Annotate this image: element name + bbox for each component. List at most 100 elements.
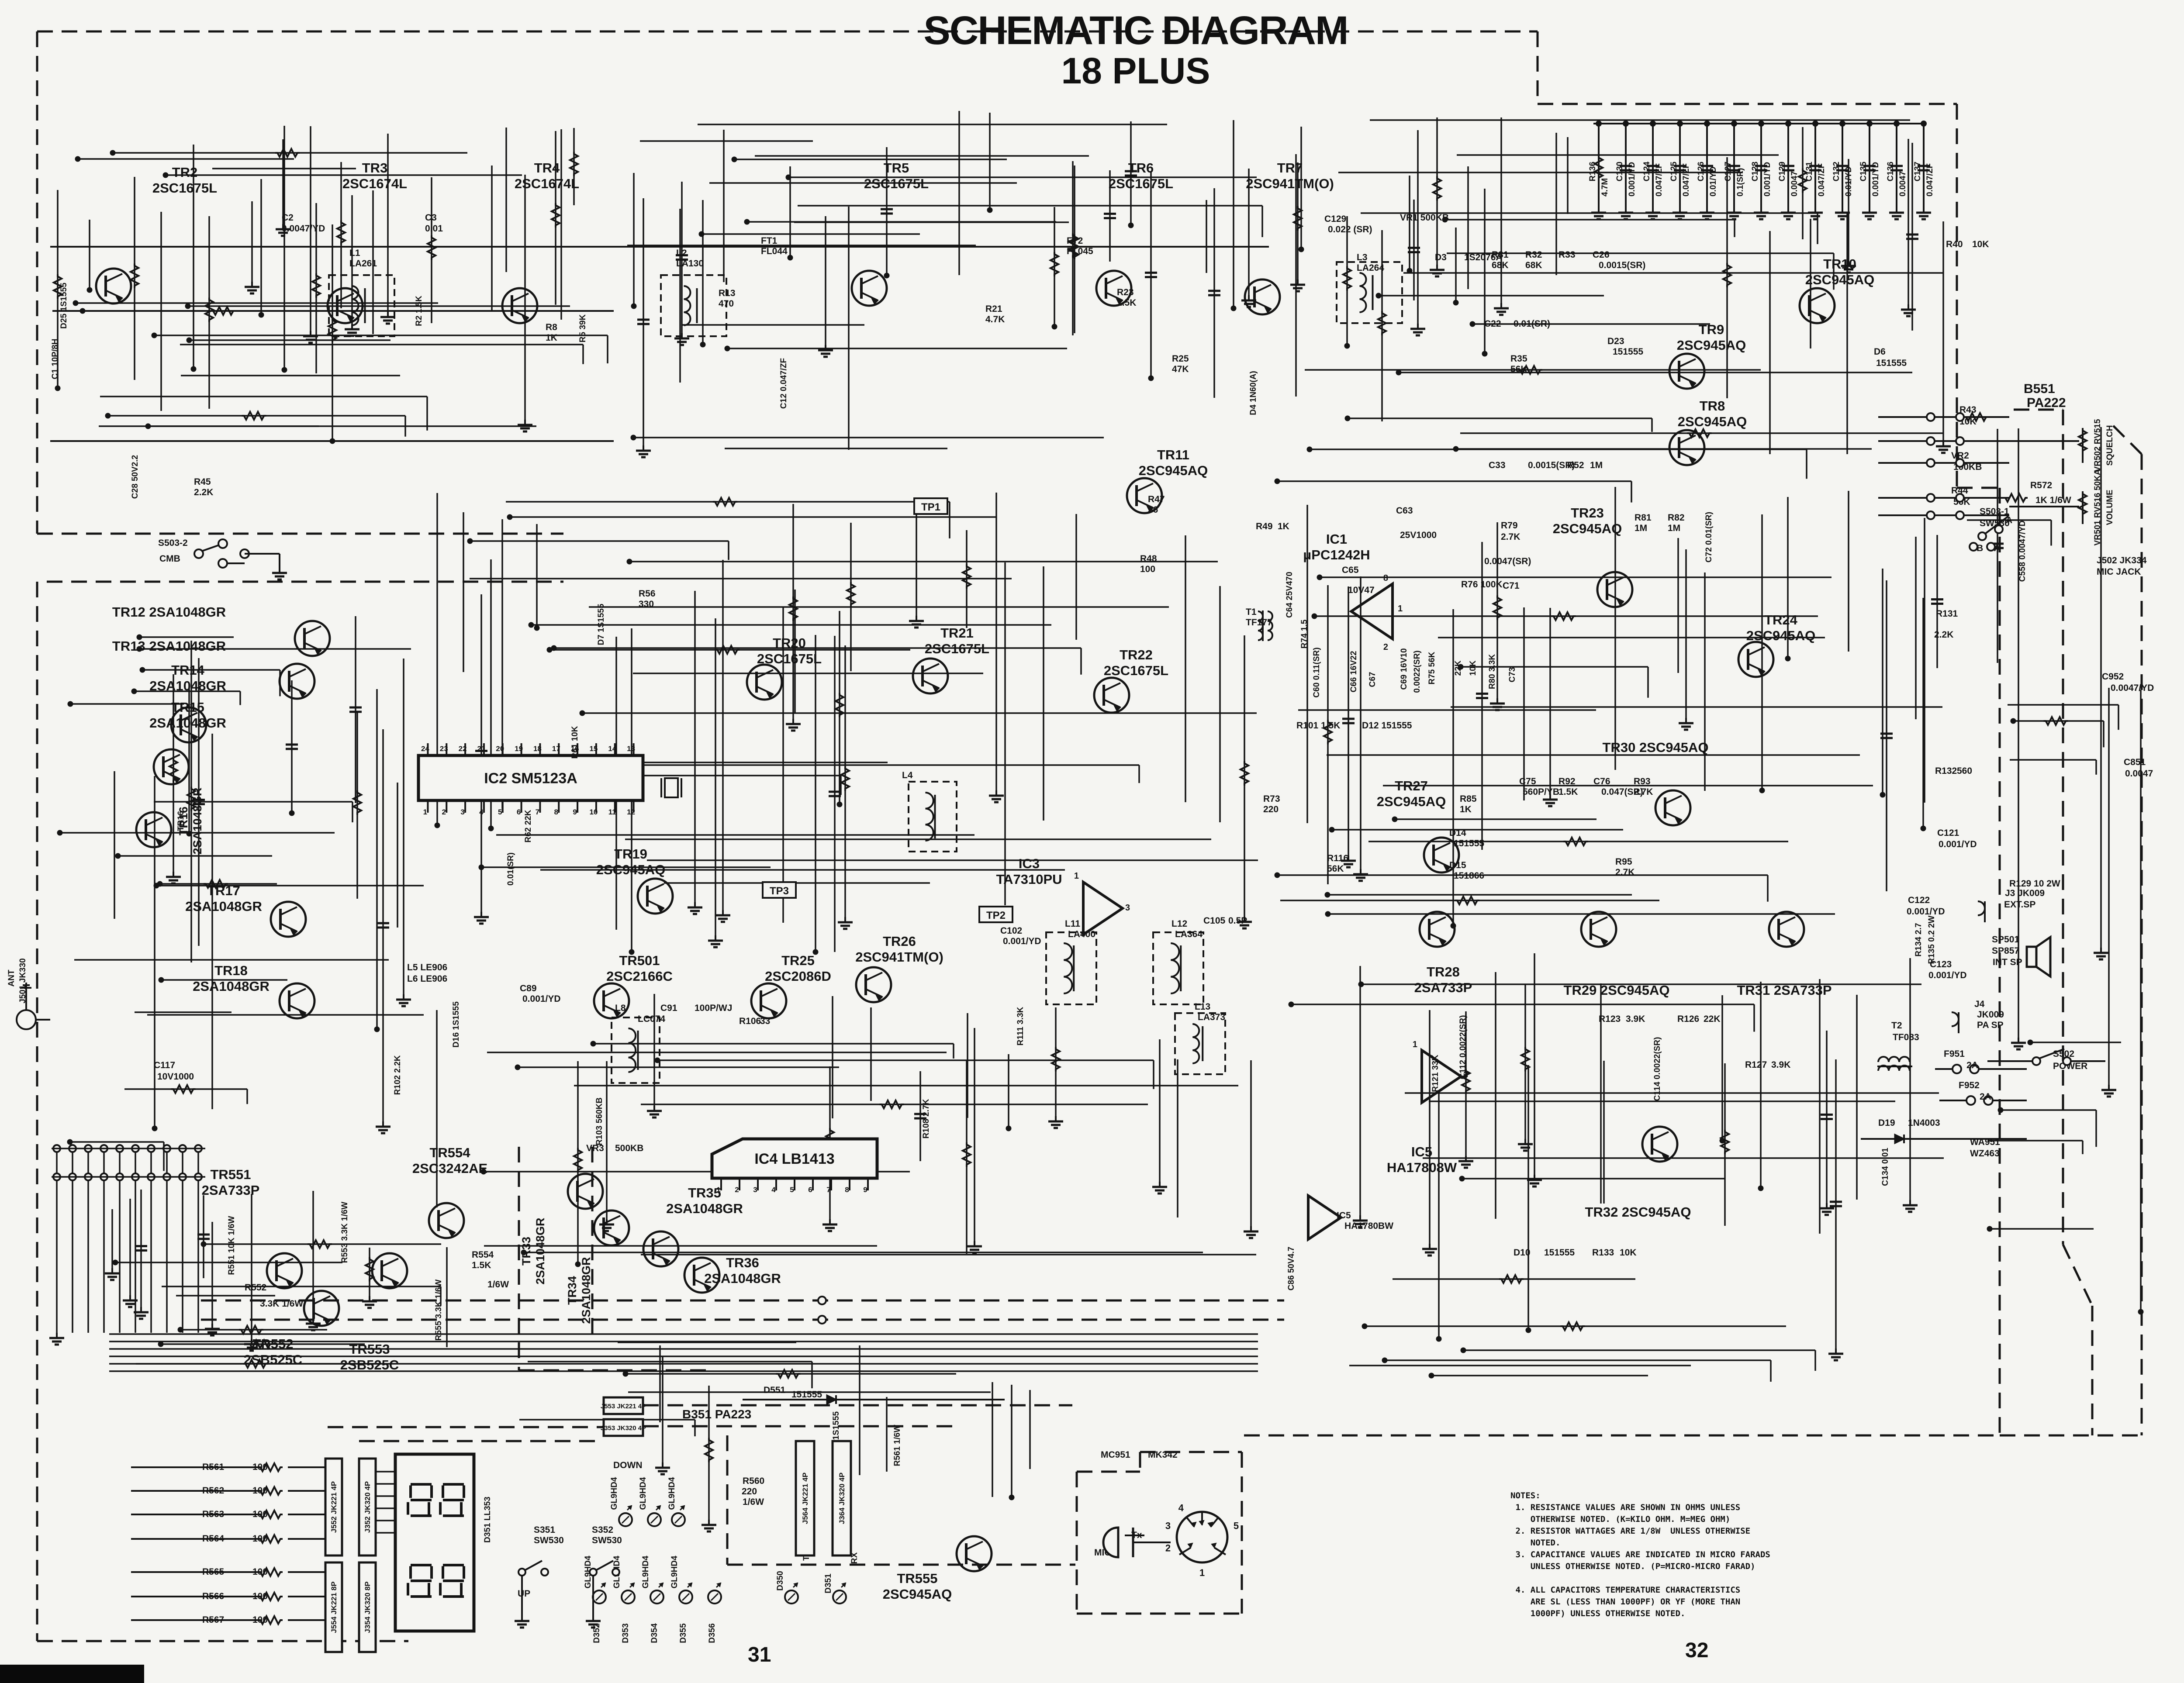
transistor-icon <box>1668 352 1706 390</box>
resistor-icon <box>1322 720 1334 745</box>
part-label: LA364 <box>1175 929 1203 939</box>
part-label: LA400 <box>1068 929 1095 939</box>
part-label: C130 <box>1615 162 1624 181</box>
part-label: UP <box>518 1589 530 1599</box>
resistor-icon <box>275 147 300 159</box>
part-label: R44 <box>1951 486 1968 496</box>
resistor-icon <box>2077 428 2089 453</box>
resistor-icon <box>1341 266 1353 291</box>
part-label: SW530 <box>592 1535 622 1545</box>
transistor-icon <box>1093 676 1130 714</box>
part-label: IC5 <box>1337 1211 1351 1221</box>
transistor-label: TR33 <box>520 1237 533 1266</box>
junction <box>1382 1357 1388 1363</box>
part-label: 68K <box>1492 260 1509 270</box>
transistor-icon <box>647 900 664 909</box>
part-label: 0.0047(SR) <box>1484 556 1531 566</box>
part-label: R131 <box>1936 609 1958 619</box>
part-label: C65 <box>1342 565 1359 575</box>
part-label: R80 3.3K <box>1488 654 1497 690</box>
part-label: C135 <box>1859 162 1868 182</box>
part-label: D10 <box>1514 1248 1531 1258</box>
transistor-label: 2SA1048GR <box>666 1201 743 1216</box>
transistor-icon <box>448 1230 456 1237</box>
resistor-icon <box>572 1148 584 1173</box>
transistor-icon <box>642 1230 680 1268</box>
part-label: 5 <box>498 808 502 816</box>
led-icon <box>787 1593 796 1601</box>
junction <box>1926 510 1935 520</box>
transistor-icon <box>1662 1154 1669 1161</box>
coil-icon <box>628 1028 637 1073</box>
wire <box>201 544 220 552</box>
transistor-icon <box>313 1295 331 1305</box>
transistor-icon <box>1652 1131 1669 1141</box>
part-label: 10V47 <box>1348 585 1375 595</box>
part-label: 22K <box>1704 1014 1721 1024</box>
transistor-label: 2SA1048GR <box>580 1257 593 1324</box>
transistor-label: TR32 2SC945AQ <box>1585 1204 1691 1220</box>
part-label: D351 <box>824 1573 833 1593</box>
part-label: R551 10K 1/6W <box>227 1216 236 1275</box>
part-label: 68K <box>1525 260 1542 270</box>
transistor-label: 2SC3242AE <box>412 1161 487 1176</box>
part-label: D15 <box>1449 860 1466 870</box>
junction <box>1921 121 1927 127</box>
transistor-label: TR15 <box>171 700 204 715</box>
display-box <box>394 1452 476 1633</box>
part-label: R129 10 2W <box>2009 879 2060 889</box>
transistor-icon <box>170 706 207 744</box>
connector-label: J554 JK221 8P <box>330 1581 338 1633</box>
part-label: DOWN <box>613 1460 643 1470</box>
part-label: 151866 <box>1454 871 1484 881</box>
junction <box>629 949 635 955</box>
part-label: L11 <box>1065 919 1080 929</box>
part-label: R121 33K <box>1431 1055 1440 1092</box>
resistor-icon <box>2003 492 2028 504</box>
transistor-icon <box>1665 795 1682 804</box>
transistor-label: TR2 <box>172 165 198 180</box>
led-icon <box>707 1590 722 1604</box>
junction <box>1926 458 1935 468</box>
junction <box>630 435 636 441</box>
part-label: 10V1000 <box>157 1072 194 1082</box>
junction <box>528 622 534 628</box>
junction <box>1997 1107 2004 1113</box>
transistor-label: 2SC1675L <box>864 176 929 191</box>
part-label: 19 <box>515 745 523 753</box>
resistor-icon <box>879 1098 904 1111</box>
resistor-icon <box>1964 411 1988 423</box>
part-label: 0.5P <box>1228 916 1247 926</box>
part-label: 0.047/ZF <box>1655 163 1664 197</box>
part-label: 1 <box>1398 604 1403 614</box>
transistor-icon <box>746 663 783 701</box>
part-label: D356 <box>708 1623 717 1643</box>
resistor-icon <box>258 1508 283 1521</box>
junction <box>1128 222 1134 228</box>
switch-icon <box>540 1568 549 1576</box>
transistor-icon <box>95 267 132 305</box>
transistor-icon <box>704 1285 712 1292</box>
resistor-icon <box>204 878 228 890</box>
transistor-icon <box>1590 916 1608 926</box>
transistor-icon <box>280 923 297 932</box>
transistor-label: 2SC1675L <box>1104 663 1168 678</box>
part-label: 0.047/ZF <box>1682 163 1691 197</box>
transistor-label: TR13 2SA1048GR <box>112 638 226 654</box>
connector-label: J353 JK320 4P <box>601 1424 646 1432</box>
part-label: 10K <box>1469 660 1478 676</box>
ic-label: IC1 <box>1326 531 1347 547</box>
part-label: 18 <box>533 745 542 753</box>
resistor-icon <box>258 1485 283 1497</box>
ic-label: IC2 SM5123A <box>484 770 577 787</box>
part-label: 23 <box>440 745 448 753</box>
junction <box>1759 787 1765 793</box>
resistor-icon <box>776 1368 801 1380</box>
transistor-icon <box>190 735 198 741</box>
junction <box>434 822 440 828</box>
junction <box>75 156 81 162</box>
junction <box>186 337 192 343</box>
part-label: 0.0015(SR) <box>1599 260 1645 270</box>
transistor-label: TR35 <box>688 1185 721 1200</box>
transistor-icon <box>694 1279 711 1288</box>
